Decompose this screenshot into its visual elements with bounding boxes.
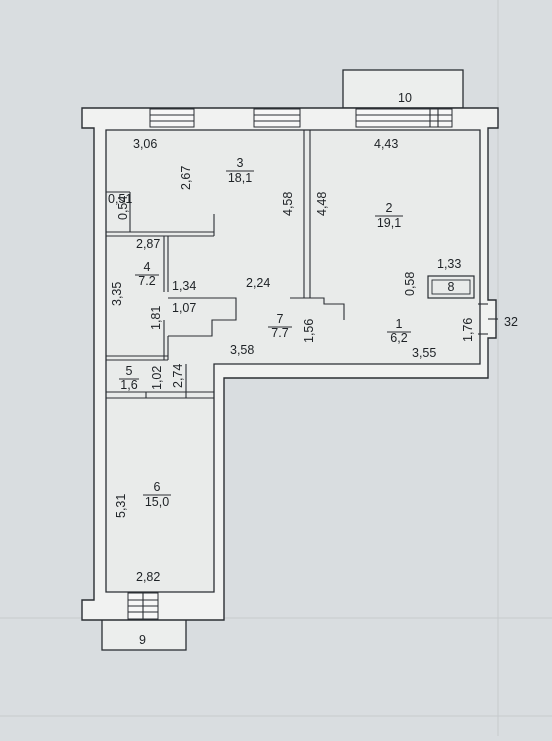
dimension-label: 0,58 <box>403 272 417 296</box>
dimension-label: 2,74 <box>171 364 185 388</box>
inner-wall-line <box>105 129 481 593</box>
dimension-label: 1,56 <box>302 319 316 343</box>
dimension-label: 2,67 <box>179 166 193 190</box>
dimension-label: 3,06 <box>133 137 157 151</box>
partitions <box>106 130 498 399</box>
balcony-door <box>355 108 453 128</box>
room-area: 15,0 <box>145 495 169 509</box>
dimension-label: 3,58 <box>230 343 254 357</box>
dimension-label: 1,07 <box>172 301 196 315</box>
dimension-label: 3,55 <box>412 346 436 360</box>
room-number: 8 <box>448 280 455 294</box>
room-4: 4 7.2 <box>135 260 159 288</box>
room-number: 4 <box>144 260 151 274</box>
dimension-label: 1,33 <box>437 257 461 271</box>
room-number: 2 <box>386 201 393 215</box>
dimension-label: 2,24 <box>246 276 270 290</box>
bay-label: 9 <box>139 633 146 647</box>
room-area: 18,1 <box>228 171 252 185</box>
dimension-label: 2,82 <box>136 570 160 584</box>
room-1: 1 6,2 <box>387 317 411 345</box>
room-number: 3 <box>237 156 244 170</box>
room-number: 1 <box>396 317 403 331</box>
dimension-label: 1,81 <box>149 306 163 330</box>
dimension-label: 0,51 <box>108 192 132 206</box>
room-7: 7 7.7 <box>268 312 292 340</box>
room-5: 5 1,6 <box>119 364 139 392</box>
room-area: 19,1 <box>377 216 401 230</box>
dimension-label: 4,48 <box>315 192 329 216</box>
room-number: 7 <box>277 312 284 326</box>
dimension-label: 1,02 <box>150 366 164 390</box>
dimension-label: 1,34 <box>172 279 196 293</box>
dimension-label: 4,43 <box>374 137 398 151</box>
window-bottom <box>127 592 159 620</box>
window-top-mid <box>253 108 301 128</box>
dimension-label: 4,58 <box>281 192 295 216</box>
room-8: 8 <box>448 280 455 294</box>
room-number: 5 <box>126 364 133 378</box>
room-area: 7.7 <box>271 326 288 340</box>
interior-floor <box>106 130 480 592</box>
dimension-label: 3,35 <box>110 282 124 306</box>
room-number: 6 <box>154 480 161 494</box>
room-6: 6 15,0 <box>143 480 171 509</box>
dimension-label: 1,76 <box>461 318 475 342</box>
room-2: 2 19,1 <box>375 201 403 230</box>
room-area: 6,2 <box>390 331 407 345</box>
dimension-label: 0,54 <box>116 196 130 220</box>
niche-label: 32 <box>504 315 518 329</box>
dimension-label: 2,87 <box>136 237 160 251</box>
balcony-outline <box>342 69 464 109</box>
balcony-label: 10 <box>398 91 412 105</box>
dimension-label: 5,31 <box>114 494 128 518</box>
room-area: 1,6 <box>120 378 137 392</box>
window-top-left <box>149 108 195 128</box>
room-3: 3 18,1 <box>226 156 254 185</box>
room-area: 7.2 <box>138 274 155 288</box>
